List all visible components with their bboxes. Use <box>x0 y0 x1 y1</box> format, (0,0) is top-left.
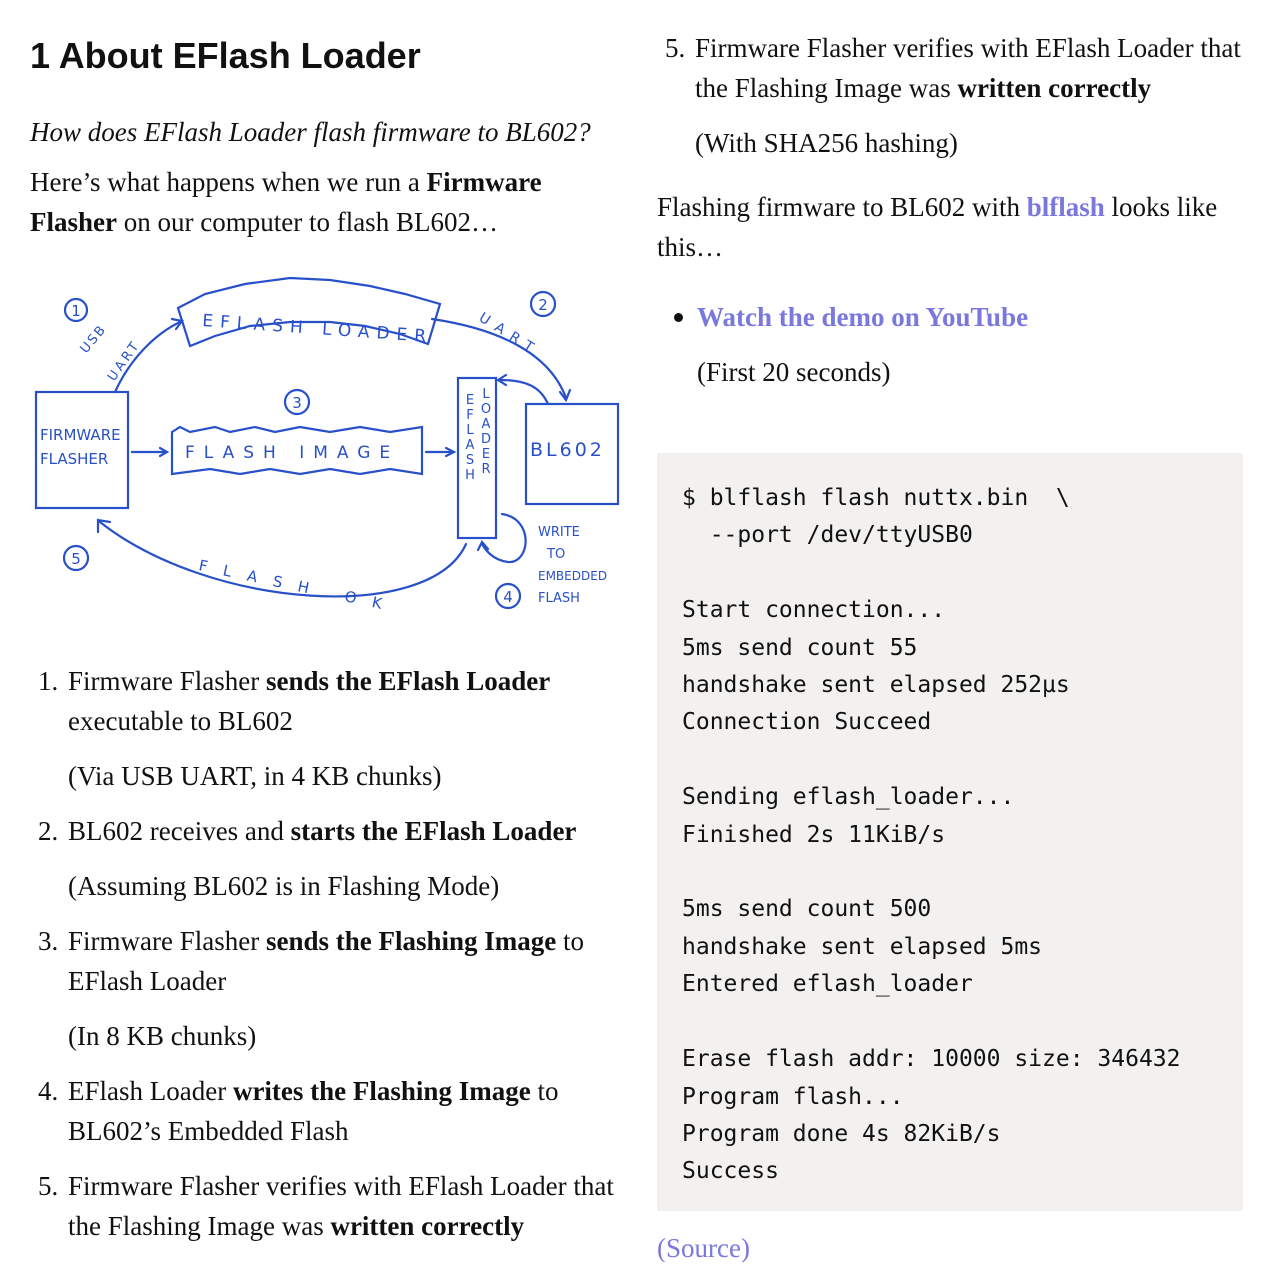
firmware-label: FIRMWARE <box>40 426 121 444</box>
flasher-label: FLASHER <box>40 450 108 468</box>
demo-list-item: Watch the demo on YouTube (First 20 seco… <box>657 297 1257 392</box>
usb-label: USB <box>78 322 111 357</box>
step-4-label: 4 <box>503 588 513 606</box>
intro-paragraph: Here’s what happens when we run a Firmwa… <box>30 167 542 237</box>
step-3-label: 3 <box>292 394 302 412</box>
flashing-paragraph: Flashing firmware to BL602 with blflash … <box>657 192 1218 262</box>
step-5-label: 5 <box>71 550 81 568</box>
code-block: $ blflash flash nuttx.bin \ --port /dev/… <box>657 453 1243 1211</box>
uart-right-label: UART <box>476 310 543 360</box>
list-item: 1.Firmware Flasher sends the EFlash Load… <box>38 666 551 791</box>
steps-list: 1.Firmware Flasher sends the EFlash Load… <box>30 661 625 1246</box>
uart-left-label: UART <box>105 338 144 385</box>
write-label: WRITE <box>538 525 580 540</box>
list-item: 3.Firmware Flasher sends the Flashing Im… <box>38 926 585 1051</box>
list-item-partial: 5.Firmware Flasher verifies with EFlash … <box>38 1171 614 1241</box>
flash-label: FLASH <box>538 591 580 606</box>
eflash-loader-diagram: 1 2 3 4 5 FIRMWARE FLASHER BL602 FLASH I… <box>34 276 620 616</box>
list-item: 2.BL602 receives and starts the EFlash L… <box>38 816 577 901</box>
left-column: 1 About EFlash Loader How does EFlash Lo… <box>30 0 625 1246</box>
terminal-output: $ blflash flash nuttx.bin \ --port /dev/… <box>682 485 1181 1185</box>
bl602-label: BL602 <box>530 439 605 461</box>
steps-list-continued: 5.Firmware Flasher verifies with EFlash … <box>657 28 1257 163</box>
source-paragraph: (Source) <box>657 1228 750 1262</box>
youtube-demo-link[interactable]: Watch the demo on YouTube <box>697 302 1029 332</box>
flash-image-label: FLASH IMAGE <box>185 443 399 463</box>
embedded-label: EMBEDDED <box>538 569 607 583</box>
step-2-label: 2 <box>538 296 548 314</box>
list-item: 5.Firmware Flasher verifies with EFlash … <box>665 33 1241 158</box>
blflash-link[interactable]: blflash <box>1026 192 1105 222</box>
flash-ok-label: FLASH OK <box>197 556 399 616</box>
list-item: 4.EFlash Loader writes the Flashing Imag… <box>38 1076 559 1146</box>
intro-question: How does EFlash Loader flash firmware to… <box>30 117 591 147</box>
demo-note: (First 20 seconds) <box>697 357 891 387</box>
eflash-loader-top-label: EFLASH LOADER <box>202 311 434 347</box>
step-1-label: 1 <box>71 302 81 320</box>
to-label: TO <box>546 547 565 562</box>
source-link[interactable]: (Source) <box>657 1233 750 1262</box>
right-column: 5.Firmware Flasher verifies with EFlash … <box>657 0 1257 392</box>
section-heading: 1 About EFlash Loader <box>30 35 421 76</box>
